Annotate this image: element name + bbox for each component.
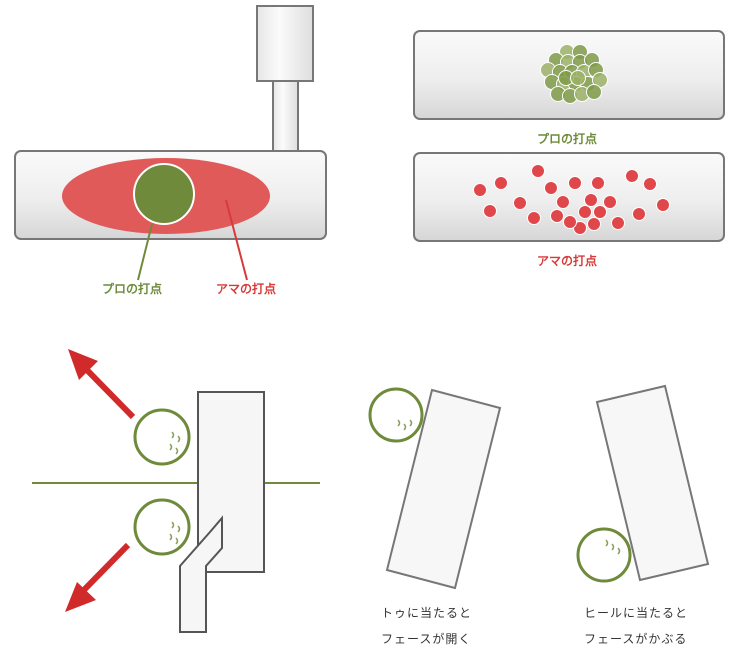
face-pro-label: プロの打点 [537,132,598,146]
golf-ball-lower [133,498,191,556]
heel-caption-line2: フェースがかぶる [584,632,688,646]
ama-hit-dot [483,204,497,218]
red-arrow-down-left-icon [65,542,131,612]
golf-ball-icon [576,527,632,583]
toe-hit-illustration [368,387,502,590]
heel-face-plate [595,384,710,582]
ama-hit-dot [656,198,670,212]
toe-caption-line2: フェースが開く [381,632,472,646]
toe-caption-line1: トゥに当たると [381,606,473,620]
putter-grip-block [256,5,314,82]
golf-ball-upper [133,408,191,466]
putter-shaft [272,80,299,152]
putter-pro-label: プロの打点 [102,282,163,296]
face-ama-label: アマの打点 [537,254,598,268]
red-arrow-up-left-icon [68,349,136,420]
ama-hit-dot [550,209,564,223]
ama-hit-dot [611,216,625,230]
ama-hit-dot [632,207,646,221]
ama-hit-dot [473,183,487,197]
ama-hit-dot [527,211,541,225]
pro-leader-line [137,223,153,281]
ama-hit-dot [587,217,601,231]
side-view [32,349,320,633]
ama-dot-scatter [473,164,670,235]
putter-ama-label: アマの打点 [216,282,277,296]
golf-ball-icon [368,387,424,443]
ama-hit-dot [603,195,617,209]
ama-hit-dot [531,164,545,178]
ama-hit-dot [563,215,577,229]
golf-ball-icon [133,408,191,466]
pro-hit-dot [586,84,602,100]
ama-hit-dot [556,195,570,209]
ama-hit-dot [513,196,527,210]
heel-hit-illustration [576,384,710,583]
pro-dot-cluster [540,44,608,104]
face-comparison [413,30,725,242]
ama-hit-dot [643,177,657,191]
ama-hit-dot [568,176,582,190]
heel-caption-line1: ヒールに当たると [584,606,689,620]
ama-face-plate [413,152,725,242]
ama-hit-dot [584,193,598,207]
ama-hit-dot [578,205,592,219]
ama-hit-dot [494,176,508,190]
ama-hit-dot [544,181,558,195]
ama-leader-line [225,199,248,281]
toe-face-plate [385,388,502,590]
ball-dimples [397,419,413,431]
ama-hit-dot [625,169,639,183]
pro-hit-zone [133,163,195,225]
side-putter-hosel [179,515,223,633]
pro-hit-dot [570,70,586,86]
ama-hit-dot [591,176,605,190]
putter-illustration [14,5,327,281]
ama-hit-dot [593,205,607,219]
golf-ball-icon [133,498,191,556]
ball-dimples [605,539,621,555]
ball-dimples [169,521,181,545]
ball-dimples [169,431,181,455]
